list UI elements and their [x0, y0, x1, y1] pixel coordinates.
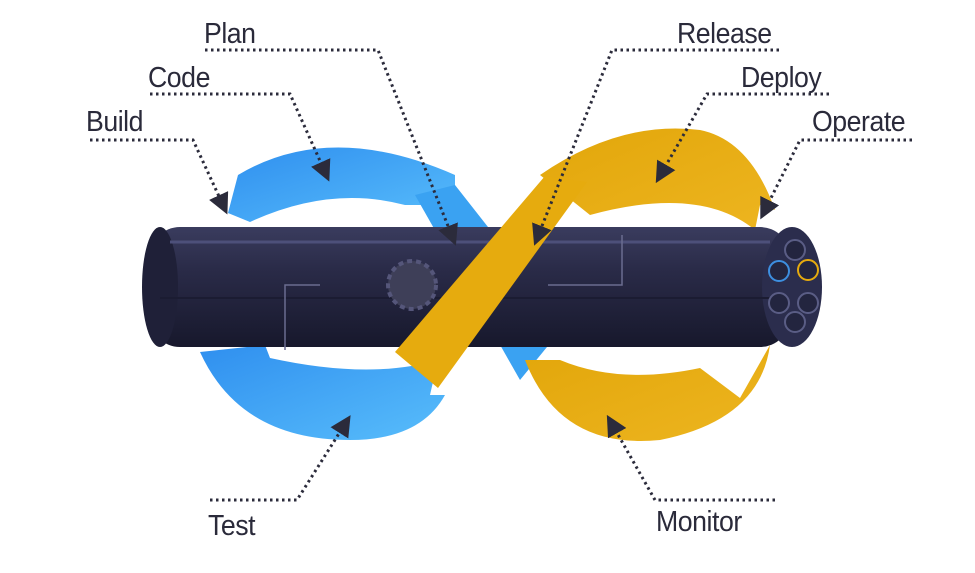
operate-leader [760, 138, 912, 220]
cable-end-icon [784, 311, 806, 333]
dev-loop-upper-arc [228, 147, 455, 222]
plan-leader [205, 48, 458, 246]
label-plan: Plan [204, 18, 256, 50]
cable-end-icon [797, 292, 819, 314]
cable-end-icon [784, 239, 806, 261]
ops-loop-lower-arc [525, 345, 770, 441]
dev-loop-lower-arc [200, 345, 445, 440]
leader-lines [90, 48, 912, 502]
label-deploy: Deploy [741, 62, 822, 94]
connector-line [284, 284, 320, 350]
label-monitor: Monitor [656, 506, 742, 538]
cable-end-icon [768, 292, 790, 314]
connector-line [548, 235, 623, 286]
release-leader [532, 48, 779, 246]
build-leader [90, 138, 229, 215]
label-operate: Operate [812, 106, 906, 138]
label-release: Release [677, 18, 772, 50]
label-build: Build [86, 106, 144, 138]
cable-end-icon [768, 260, 790, 282]
code-leader [150, 92, 331, 182]
ops-loop-upper-arc [540, 128, 775, 230]
gear-icon [386, 259, 438, 311]
deploy-leader [655, 92, 829, 184]
label-code: Code [148, 62, 210, 94]
monitor-leader [606, 414, 775, 502]
label-test: Test [208, 510, 256, 542]
pipe-left-cap [142, 227, 178, 347]
cable-end-icon [797, 259, 819, 281]
pipe-right-end [762, 227, 822, 347]
